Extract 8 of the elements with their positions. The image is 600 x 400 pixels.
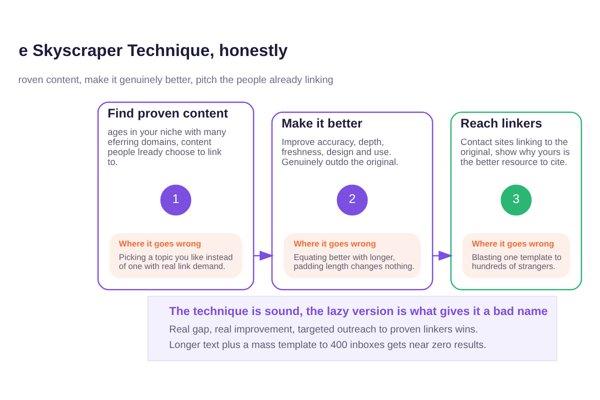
node-circle: 1 [160, 184, 192, 216]
arrow [254, 250, 274, 260]
arrow [432, 250, 453, 260]
diagram-title: e Skyscraper Technique, honestly [18, 40, 288, 60]
label: roven content, make it genuinely better, pitch the people already linking [18, 74, 334, 86]
node-circle: 2 [336, 184, 368, 216]
node-box: The technique is sound, the lazy version is what gives it a bad name Real gap, real improvement, targeted outreach to proven linkers wins. Longer text plus a mass template to 400 inboxes gets near zero results. [147, 295, 558, 361]
node-circle: 3 [500, 184, 532, 216]
